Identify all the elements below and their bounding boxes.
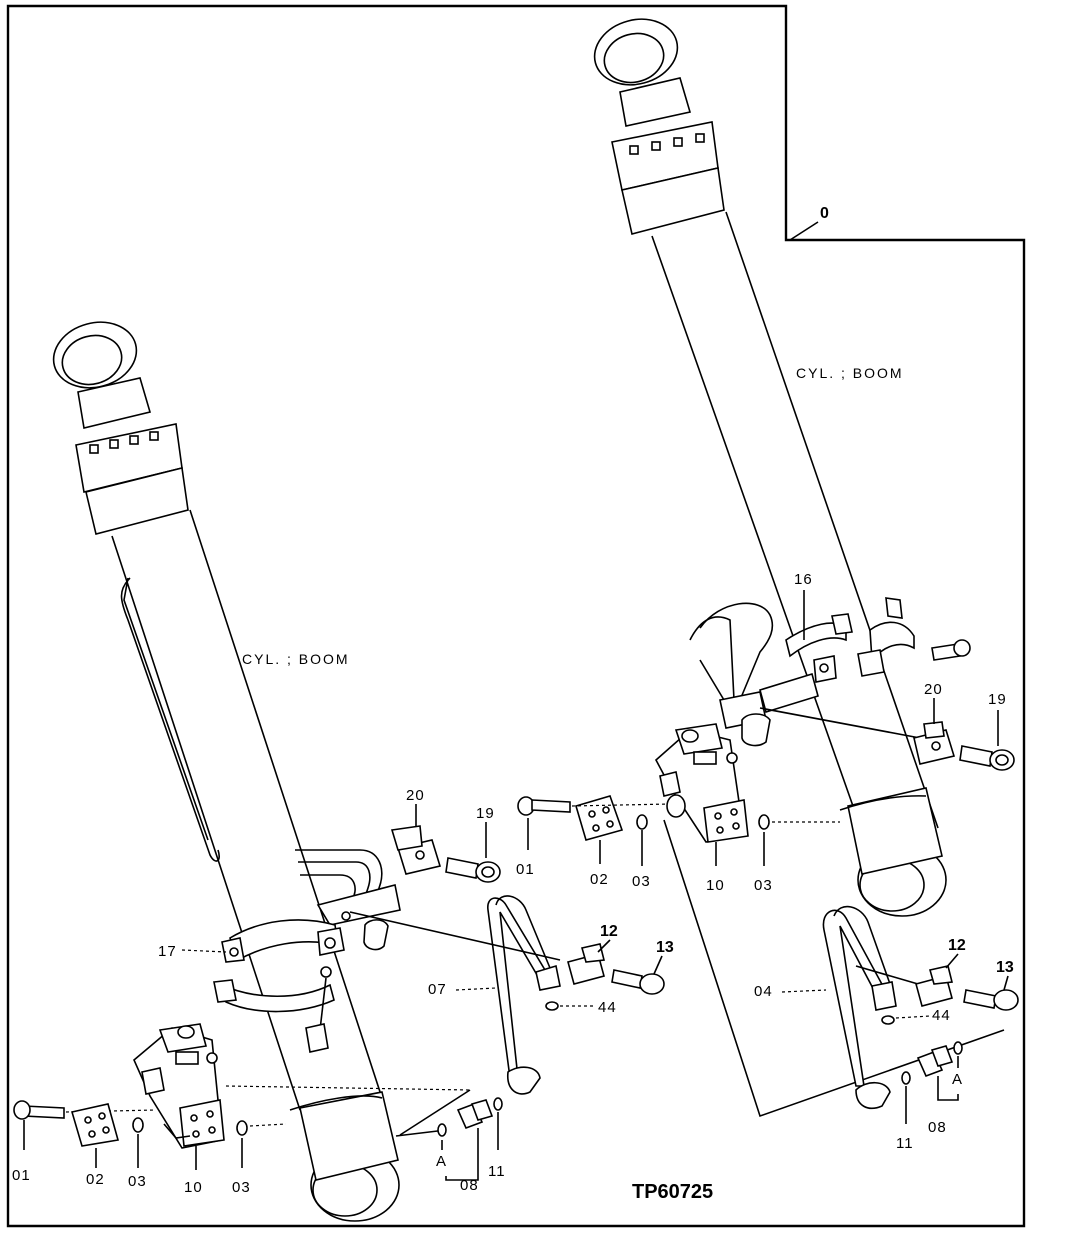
callout-right-03a: 03 xyxy=(632,873,651,890)
corner-leader xyxy=(789,221,819,241)
callout-right-01: 01 xyxy=(516,861,535,878)
right-clamp-16 xyxy=(785,597,971,683)
callout-left-03a: 03 xyxy=(128,1173,147,1190)
callout-left-19: 19 xyxy=(476,805,495,822)
callout-left-08: 08 xyxy=(460,1177,479,1194)
leader-12-right xyxy=(945,953,959,969)
center-plate-02 xyxy=(575,795,624,841)
callout-left-12: 12 xyxy=(600,923,618,940)
callout-right-16: 16 xyxy=(794,571,813,588)
callout-left-A: A xyxy=(436,1153,447,1170)
left-fitting-08 xyxy=(456,1099,494,1130)
callout-left-07: 07 xyxy=(428,981,447,998)
right-clip-12 xyxy=(915,965,953,1007)
callout-right-A: A xyxy=(952,1071,963,1088)
right-oring-A xyxy=(953,1041,963,1055)
leader-04-right xyxy=(781,989,827,993)
callout-left-13: 13 xyxy=(656,939,674,956)
left-oring-11 xyxy=(493,1097,503,1111)
callout-left-02: 02 xyxy=(86,1171,105,1188)
left-plate-02 xyxy=(70,1103,120,1147)
corner-label: 0 xyxy=(820,205,829,222)
left-cylinder-label: CYL. ; BOOM xyxy=(242,651,350,667)
callout-left-11: 11 xyxy=(488,1163,506,1180)
right-clip-20 xyxy=(913,721,956,765)
left-clip-20 xyxy=(390,825,442,875)
left-valve-10 xyxy=(133,1023,225,1149)
left-bolt-19 xyxy=(445,857,501,883)
leader-13-right xyxy=(1003,975,1009,991)
callout-right-04: 04 xyxy=(754,983,773,1000)
left-oring-03a xyxy=(132,1117,144,1133)
left-bolt-13 xyxy=(611,969,665,995)
callout-right-19: 19 xyxy=(988,691,1007,708)
right-valve-10 xyxy=(654,723,749,843)
right-oring-44 xyxy=(881,1015,895,1025)
center-bolt-01 xyxy=(517,796,571,816)
callout-right-12: 12 xyxy=(948,937,966,954)
callout-left-10: 10 xyxy=(184,1179,203,1196)
left-bolt-01 xyxy=(13,1100,65,1120)
callout-right-03b: 03 xyxy=(754,877,773,894)
right-cylinder-label: CYL. ; BOOM xyxy=(796,365,904,381)
right-bolt-19 xyxy=(959,745,1015,771)
callout-left-01: 01 xyxy=(12,1167,31,1184)
left-oring-03b xyxy=(236,1120,248,1136)
left-oring-A xyxy=(437,1123,447,1137)
right-oring-03b xyxy=(758,814,770,830)
callout-left-44: 44 xyxy=(598,999,617,1016)
callout-right-13: 13 xyxy=(996,959,1014,976)
callout-right-10: 10 xyxy=(706,877,725,894)
callout-left-03b: 03 xyxy=(232,1179,251,1196)
drawing-number: TP60725 xyxy=(632,1181,713,1203)
left-clip-12 xyxy=(567,943,605,985)
leader-17 xyxy=(181,949,227,953)
right-pipe-04 xyxy=(822,905,897,1110)
callout-right-20: 20 xyxy=(924,681,943,698)
right-fitting-08 xyxy=(916,1045,954,1078)
right-bolt-13 xyxy=(963,989,1019,1011)
callout-left-17: 17 xyxy=(158,943,177,960)
leader-12-left xyxy=(597,939,611,953)
center-oring-03a xyxy=(636,814,648,830)
left-oring-44 xyxy=(545,1001,559,1011)
callout-right-11: 11 xyxy=(896,1135,914,1152)
leader-13-left xyxy=(653,955,663,975)
leader-07-left xyxy=(455,987,497,991)
left-pipe-07 xyxy=(487,895,561,1095)
callout-right-44: 44 xyxy=(932,1007,951,1024)
right-oring-11 xyxy=(901,1071,911,1085)
right-pipe-assembly xyxy=(689,602,819,747)
left-boom-cylinder xyxy=(52,321,400,1222)
callout-right-08: 08 xyxy=(928,1119,947,1136)
callout-right-02: 02 xyxy=(590,871,609,888)
left-clamp xyxy=(213,919,345,1053)
frame-outline xyxy=(6,4,1026,1228)
callout-left-20: 20 xyxy=(406,787,425,804)
left-pipe-assembly xyxy=(295,849,401,951)
right-boom-cylinder xyxy=(593,18,947,917)
